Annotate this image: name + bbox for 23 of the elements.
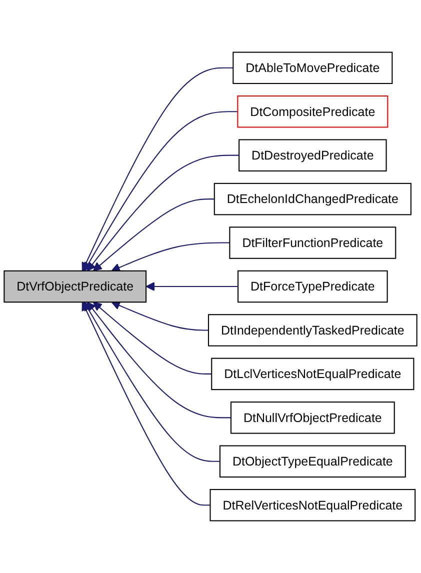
class-box: DtNullVrfObjectPredicate: [230, 402, 395, 434]
inheritance-arrow: [92, 302, 212, 374]
class-box: DtObjectTypeEqualPredicate: [219, 445, 406, 478]
class-box: DtIndependentlyTaskedPredicate: [208, 314, 418, 346]
class-box: DtDestroyedPredicate: [238, 139, 387, 172]
inheritance-arrow: [146, 282, 238, 292]
class-box: DtLclVerticesNotEqualPredicate: [211, 358, 414, 390]
class-box: DtEchelonIdChangedPredicate: [214, 182, 412, 216]
inheritance-arrow: [111, 301, 208, 331]
class-box: DtVrfObjectPredicate: [4, 270, 147, 303]
inheritance-arrow: [82, 67, 234, 272]
class-box: DtCompositePredicate: [237, 95, 388, 128]
class-box: DtRelVerticesNotEqualPredicate: [210, 489, 416, 522]
inheritance-arrow: [86, 302, 231, 418]
inheritance-arrow: [86, 154, 240, 272]
inheritance-arrow: [111, 242, 230, 272]
inheritance-arrow: [84, 111, 238, 272]
inheritance-arrow: [92, 198, 214, 272]
inheritance-arrow: [82, 302, 210, 506]
class-box: DtAbleToMovePredicate: [232, 52, 393, 84]
class-box: DtForceTypePredicate: [238, 270, 388, 303]
class-box: DtFilterFunctionPredicate: [229, 226, 396, 259]
inheritance-arrow: [84, 302, 220, 462]
